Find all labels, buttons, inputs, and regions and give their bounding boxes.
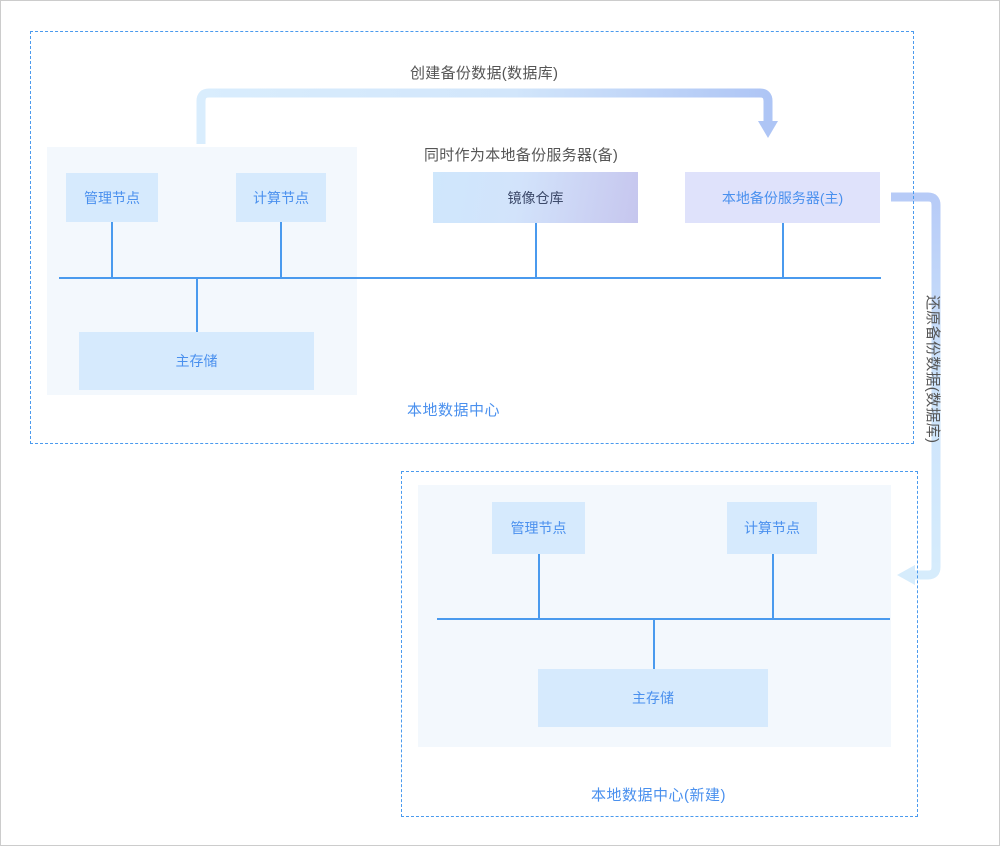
node-primary-storage-bottom[interactable]: 主存储 — [538, 669, 768, 727]
node-label: 计算节点 — [253, 189, 309, 206]
also-as-backup-server-caption: 同时作为本地备份服务器(备) — [424, 147, 619, 164]
bottom-bus-line — [437, 618, 890, 620]
node-primary-storage-top[interactable]: 主存储 — [79, 332, 314, 390]
node-label: 本地备份服务器(主) — [721, 189, 844, 206]
restore-backup-caption: 还原备份数据(数据库) — [924, 295, 941, 444]
node-management-node-top[interactable]: 管理节点 — [66, 173, 158, 222]
top-management-node-connector — [111, 222, 113, 278]
node-label: 管理节点 — [84, 189, 140, 206]
node-compute-node-top[interactable]: 计算节点 — [236, 173, 326, 222]
top-primary-storage-connector — [196, 277, 198, 333]
node-compute-node-bottom[interactable]: 计算节点 — [727, 502, 817, 554]
top-data-center-label: 本地数据中心 — [407, 402, 501, 419]
create-backup-caption: 创建备份数据(数据库) — [410, 65, 559, 82]
image-registry-connector — [535, 223, 537, 278]
top-bus-line — [59, 277, 881, 279]
bottom-data-center-label: 本地数据中心(新建) — [591, 787, 726, 804]
node-label: 主存储 — [175, 353, 218, 369]
local-backup-server-connector — [782, 223, 784, 278]
node-label: 计算节点 — [744, 520, 800, 536]
node-label: 镜像仓库 — [507, 189, 564, 206]
node-label: 管理节点 — [510, 520, 567, 536]
bottom-compute-node-connector — [772, 554, 774, 619]
top-data-center-container — [30, 31, 914, 444]
node-image-registry[interactable]: 镜像仓库 — [433, 172, 638, 223]
bottom-data-center-container — [401, 471, 918, 817]
bottom-management-node-connector — [538, 554, 540, 619]
node-local-backup-server-primary[interactable]: 本地备份服务器(主) — [685, 172, 880, 223]
node-label: 主存储 — [632, 690, 674, 706]
bottom-primary-storage-connector — [653, 618, 655, 670]
top-compute-node-connector — [280, 222, 282, 278]
node-management-node-bottom[interactable]: 管理节点 — [492, 502, 585, 554]
